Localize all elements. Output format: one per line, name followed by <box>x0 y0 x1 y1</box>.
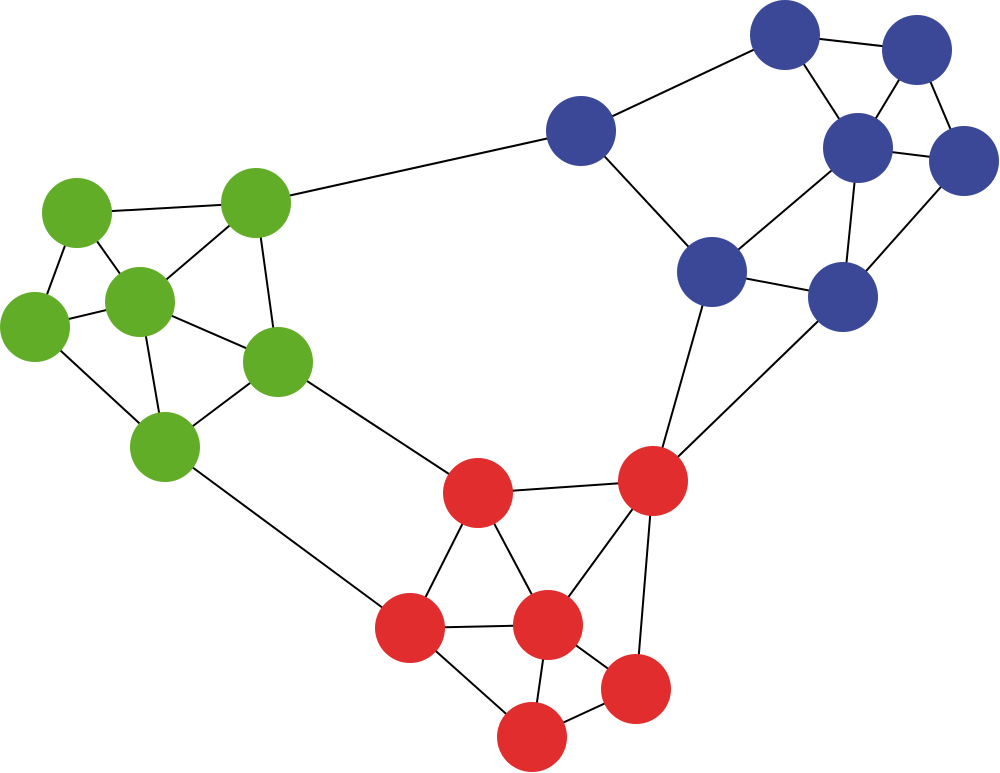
edge-g5-r1 <box>277 361 479 494</box>
edge-b6-r2 <box>652 271 713 482</box>
node-blue-b3 <box>546 96 616 166</box>
edge-b7-r2 <box>652 296 844 482</box>
node-green-g1 <box>42 178 112 248</box>
node-red-r6 <box>497 702 567 772</box>
node-green-g2 <box>221 168 291 238</box>
edge-g2-b3 <box>255 130 582 204</box>
node-blue-b4 <box>823 113 893 183</box>
node-green-g5 <box>243 327 313 397</box>
node-green-g3 <box>0 292 70 362</box>
node-red-r1 <box>443 458 513 528</box>
node-red-r2 <box>618 446 688 516</box>
node-red-r5 <box>601 654 671 724</box>
edge-g6-r4 <box>164 446 411 629</box>
node-blue-b6 <box>677 237 747 307</box>
node-green-g4 <box>105 267 175 337</box>
node-blue-b2 <box>882 15 952 85</box>
node-red-r3 <box>513 590 583 660</box>
node-blue-b5 <box>929 126 999 196</box>
edge-b1-b3 <box>580 34 786 132</box>
node-red-r4 <box>375 593 445 663</box>
node-green-g6 <box>130 412 200 482</box>
node-blue-b7 <box>808 262 878 332</box>
node-blue-b1 <box>750 0 820 70</box>
